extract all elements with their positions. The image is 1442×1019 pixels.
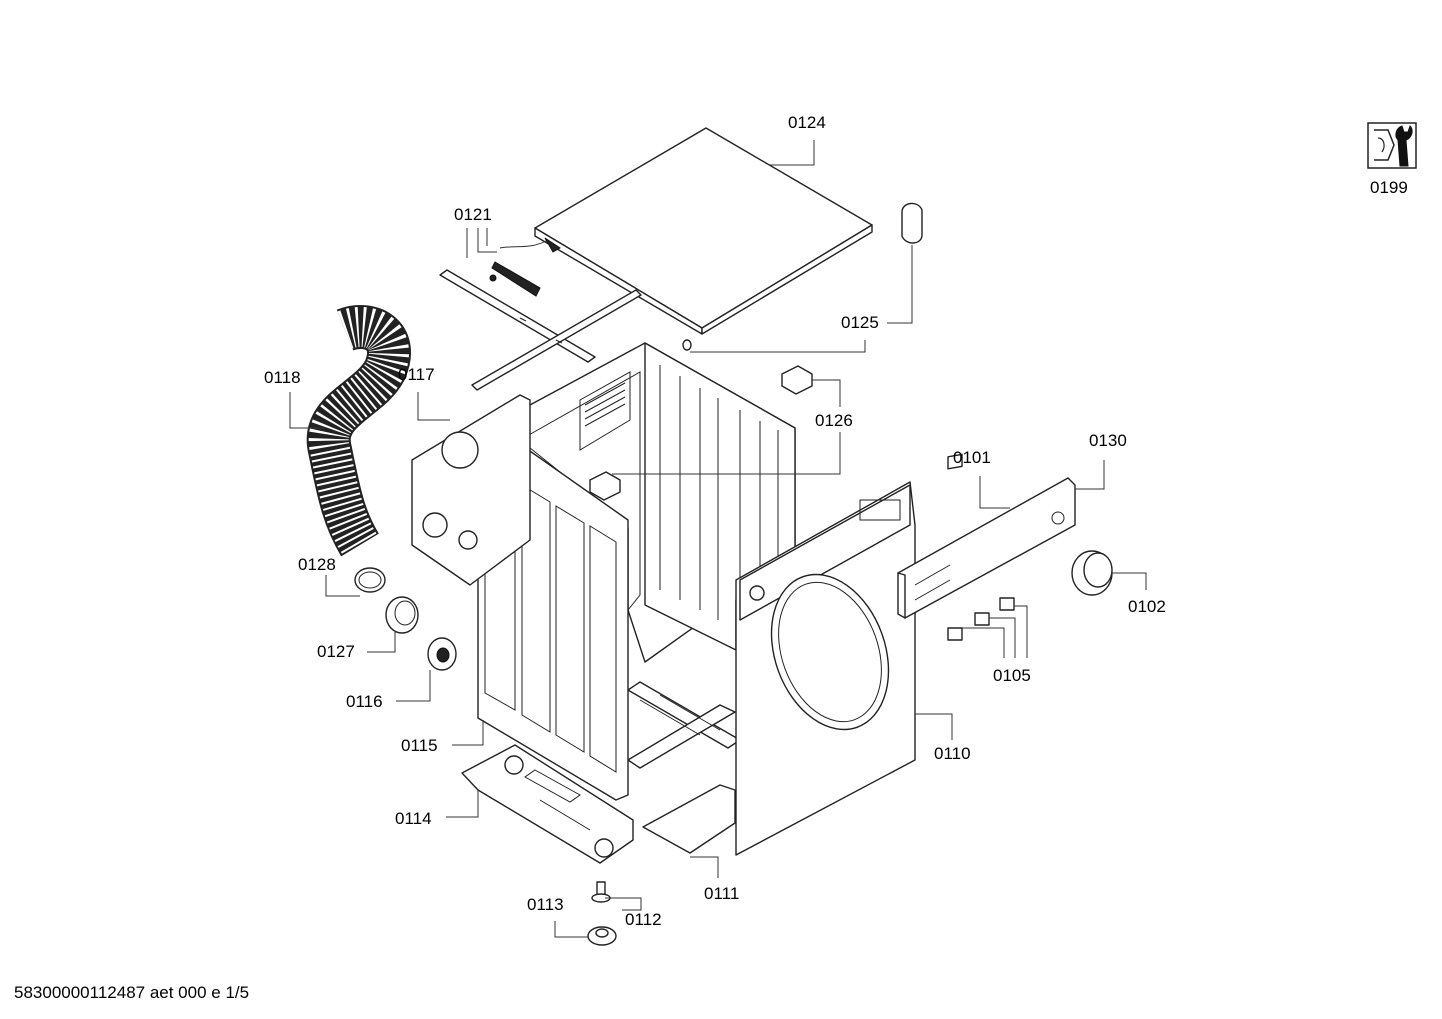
base-part[interactable] — [461, 744, 634, 864]
control-panel-part[interactable] — [897, 477, 1076, 619]
document-id: 58300000112487 aet 000 e 1/5 — [14, 983, 249, 1002]
foot-part[interactable] — [587, 881, 617, 946]
label-0130[interactable]: 0130 — [1089, 431, 1127, 450]
part-labels: 0124 0121 0125 0118 0117 0126 0101 0130 … — [264, 113, 1166, 929]
label-0116[interactable]: 0116 — [346, 692, 383, 711]
label-0124[interactable]: 0124 — [788, 113, 826, 132]
label-0112[interactable]: 0112 — [625, 910, 662, 929]
label-0128[interactable]: 0128 — [298, 555, 336, 574]
leader-lines — [289, 140, 1147, 938]
lid-part[interactable] — [534, 127, 873, 335]
clamp-part[interactable] — [354, 567, 386, 593]
label-0114[interactable]: 0114 — [395, 809, 432, 828]
label-0126[interactable]: 0126 — [815, 411, 853, 430]
label-0113[interactable]: 0113 — [527, 895, 564, 914]
plug-part[interactable] — [682, 202, 923, 351]
label-0111[interactable]: 0111 — [704, 884, 739, 903]
label-0115[interactable]: 0115 — [401, 736, 438, 755]
front-panel-part[interactable] — [735, 481, 916, 856]
wiring-part[interactable] — [489, 237, 561, 297]
buttons-part[interactable] — [947, 453, 1015, 641]
back-panel-part[interactable] — [411, 394, 531, 586]
adapter-part[interactable] — [385, 596, 419, 634]
label-0105[interactable]: 0105 — [993, 666, 1031, 685]
plinth-plate-part[interactable] — [642, 784, 736, 854]
label-0117[interactable]: 0117 — [398, 365, 435, 384]
label-0199[interactable]: 0199 — [1370, 178, 1408, 197]
label-0110[interactable]: 0110 — [934, 744, 971, 763]
top-brace-part[interactable] — [439, 269, 642, 391]
wrench-icon[interactable] — [1367, 122, 1417, 169]
knob-part[interactable] — [1071, 550, 1113, 596]
hose-part[interactable] — [306, 305, 411, 557]
label-0121[interactable]: 0121 — [454, 205, 492, 224]
label-0125[interactable]: 0125 — [841, 313, 879, 332]
cabinet-frame[interactable] — [477, 342, 796, 769]
cap-part[interactable] — [427, 637, 457, 671]
label-0127[interactable]: 0127 — [317, 642, 355, 661]
label-0101[interactable]: 0101 — [953, 448, 991, 467]
label-0102[interactable]: 0102 — [1128, 597, 1166, 616]
suppressor-part[interactable] — [589, 365, 813, 501]
label-0118[interactable]: 0118 — [264, 368, 301, 387]
